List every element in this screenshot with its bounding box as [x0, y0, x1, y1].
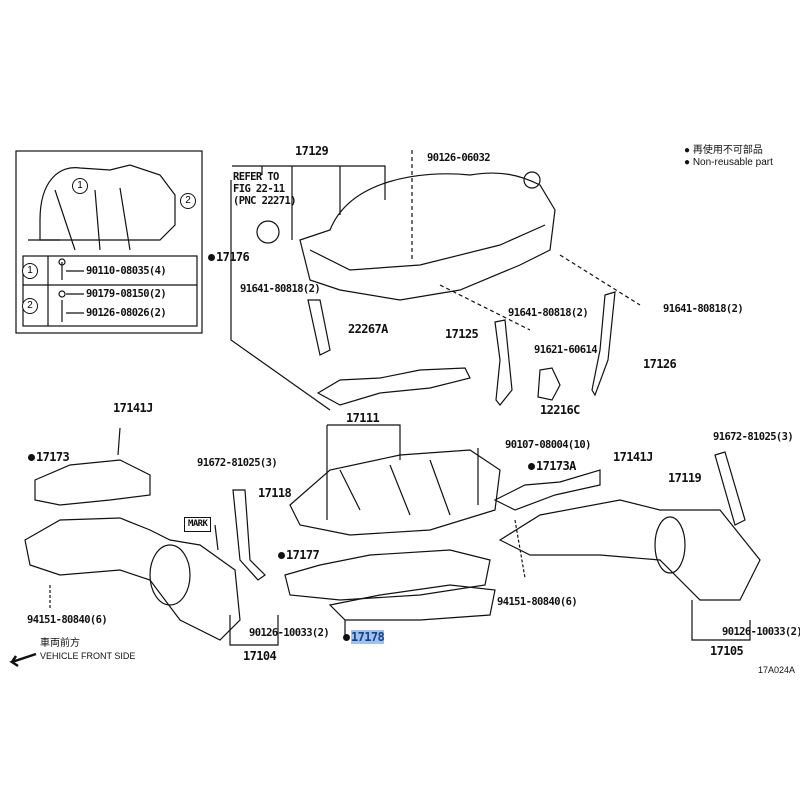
label-12216C[interactable]: 12216C: [540, 403, 580, 417]
label-90126-b[interactable]: 90126-10033(2): [722, 626, 800, 638]
label-17173[interactable]: 17173: [28, 451, 70, 463]
label-17125[interactable]: 17125: [445, 327, 479, 341]
gasket-17177: [284, 549, 491, 601]
label-17111[interactable]: 17111: [346, 411, 380, 425]
direction-jp: 車両前方: [40, 638, 80, 649]
bracket-17125: [494, 319, 513, 406]
label-94151-a[interactable]: 94151-80840(6): [27, 614, 108, 626]
legend-jp: ● 再使用不可部品: [684, 145, 763, 156]
label-94151-b[interactable]: 94151-80840(6): [497, 596, 578, 608]
gasket-17173A: [493, 469, 601, 511]
label-91641-c[interactable]: 91641-80818(2): [663, 303, 744, 315]
intake-plenum: [299, 172, 556, 301]
label-91641-a[interactable]: 91641-80818(2): [240, 283, 321, 295]
label-17118[interactable]: 17118: [258, 486, 292, 500]
inset-callout-2: 2: [180, 193, 196, 209]
intake-manifold-17111: [289, 449, 501, 536]
gasket-17178: [328, 584, 496, 621]
catalyst-17105: [498, 499, 761, 601]
label-17141J-b[interactable]: 17141J: [613, 450, 653, 464]
bracket-12216C: [537, 367, 561, 401]
bracket-22267A: [307, 299, 331, 356]
label-17104[interactable]: 17104: [243, 649, 277, 663]
label-17176[interactable]: 17176: [208, 251, 250, 263]
inset-marker-1: 1: [22, 263, 38, 279]
refer-line1: REFER TO: [233, 171, 279, 183]
legend-en-text: Non-reusable part: [692, 157, 773, 168]
label-17141J-a[interactable]: 17141J: [113, 401, 153, 415]
label-91672-a[interactable]: 91672-81025(3): [197, 457, 278, 469]
bracket-17126: [591, 291, 616, 397]
inset-part-90179: 90179-08150(2): [86, 288, 167, 300]
label-17178-text: 17178: [351, 630, 385, 644]
refer-line2: FIG 22-11: [233, 183, 285, 195]
label-22267A[interactable]: 22267A: [348, 322, 388, 336]
inset-frame: [15, 150, 203, 334]
label-17129[interactable]: 17129: [295, 144, 329, 158]
figure-id: 17A024A: [758, 665, 796, 675]
inset-marker-2: 2: [22, 298, 38, 314]
inset-part-90126: 90126-08026(2): [86, 307, 167, 319]
front-arrow: [9, 652, 37, 668]
label-17173A[interactable]: 17173A: [528, 460, 576, 472]
gasket-17173: [34, 459, 151, 506]
label-90126-a[interactable]: 90126-10033(2): [249, 627, 330, 639]
label-17126[interactable]: 17126: [643, 357, 677, 371]
inset-manifold: [39, 164, 176, 241]
bracket-17119: [714, 451, 746, 526]
label-91621[interactable]: 91621-60614: [534, 344, 598, 356]
legend-jp-text: 再使用不可部品: [692, 145, 763, 156]
inset-callout-1: 1: [72, 178, 88, 194]
label-91672-b[interactable]: 91672-81025(3): [713, 431, 794, 443]
direction-en: VEHICLE FRONT SIDE: [40, 651, 136, 661]
catalyst-17104: [24, 517, 241, 641]
label-17177[interactable]: 17177: [278, 549, 320, 561]
label-90126-06032[interactable]: 90126-06032: [427, 152, 491, 164]
label-17178[interactable]: 17178: [343, 630, 385, 644]
label-17105[interactable]: 17105: [710, 644, 744, 658]
label-91641-b[interactable]: 91641-80818(2): [508, 307, 589, 319]
mark-label: MARK: [184, 517, 212, 532]
filter-screen: [256, 220, 280, 244]
legend-en: ● Non-reusable part: [684, 157, 773, 168]
refer-line3: (PNC 22271): [233, 195, 297, 207]
label-17119[interactable]: 17119: [668, 471, 702, 485]
bracket-17118: [232, 489, 266, 581]
inset-part-90110: 90110-08035(4): [86, 265, 167, 277]
label-90107[interactable]: 90107-08004(10): [505, 439, 591, 451]
gasket-17176: [316, 367, 471, 406]
